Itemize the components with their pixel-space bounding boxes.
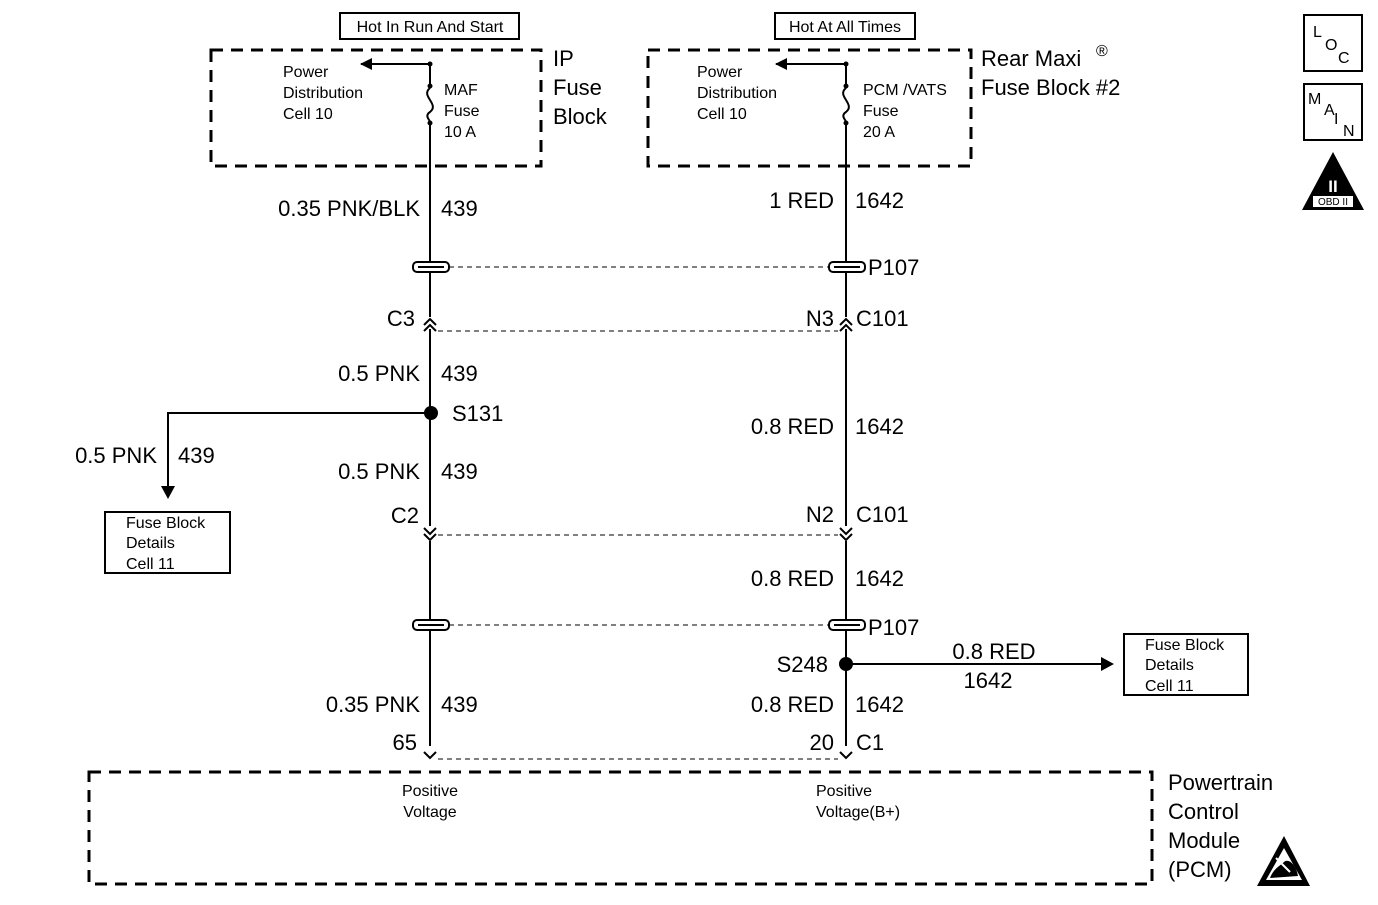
pcm-label-1: Powertrain <box>1168 770 1273 795</box>
svg-text:O: O <box>1325 37 1337 54</box>
rear-maxi-fuse-block-box <box>646 48 973 168</box>
c3-label: C3 <box>387 306 415 331</box>
power-dist-left-3: Cell 10 <box>283 106 333 123</box>
wire-7-gauge: 0.8 RED <box>751 566 834 591</box>
power-dist-left-2: Distribution <box>283 85 363 102</box>
svg-text:A: A <box>1324 102 1335 119</box>
power-dist-right-2: Distribution <box>697 85 777 102</box>
fbd-right-3: Cell 11 <box>1145 678 1194 695</box>
c101-bottom-label: C101 <box>856 502 909 527</box>
fbd-left-3: Cell 11 <box>126 556 175 573</box>
maf-fuse-symbol <box>360 58 434 126</box>
main-icon: M A I N <box>1303 83 1363 141</box>
fbd-left-2: Details <box>126 535 175 552</box>
svg-text:OBD II: OBD II <box>1318 197 1348 208</box>
p107-bottom-label: P107 <box>868 615 919 640</box>
pin-20-label: 20 <box>810 730 834 755</box>
wire-9-gauge: 0.35 PNK <box>326 692 420 717</box>
ip-fuse-block-label-2: Fuse <box>553 75 602 100</box>
s131-label: S131 <box>452 401 503 426</box>
pcm-label-4: (PCM) <box>1168 857 1232 882</box>
c3-c101-connector <box>423 317 853 332</box>
rear-maxi-registered: ® <box>1096 43 1108 60</box>
positive-voltage-left-2: Voltage <box>403 804 456 821</box>
wire-5-gauge: 0.5 PNK <box>75 443 157 468</box>
pcm-label-3: Module <box>1168 828 1240 853</box>
c2-label: C2 <box>391 503 419 528</box>
power-dist-right-1: Power <box>697 64 743 81</box>
n3-label: N3 <box>806 306 834 331</box>
hot-run-start-box <box>339 12 520 40</box>
positive-voltage-right-2: Voltage(B+) <box>816 804 900 821</box>
power-dist-left-1: Power <box>283 64 329 81</box>
pcm-label-2: Control <box>1168 799 1239 824</box>
pcm-vats-fuse-label-2: Fuse <box>863 103 899 120</box>
wire-3-gauge: 0.5 PNK <box>338 361 420 386</box>
p107-bottom-connector <box>412 619 866 631</box>
svg-text:C: C <box>1338 50 1350 67</box>
wire-2-gauge: 1 RED <box>769 188 834 213</box>
fbd-right-1: Fuse Block <box>1145 637 1225 654</box>
n2-label: N2 <box>806 502 834 527</box>
pcm-vats-fuse-symbol <box>775 58 850 126</box>
hot-run-start-label: Hot In Run And Start <box>357 19 504 36</box>
fuse-block-details-left-box <box>104 511 231 574</box>
s131-splice <box>161 406 438 499</box>
s248-splice <box>839 657 1114 671</box>
obd-ii-icon: II OBD II <box>1302 152 1364 210</box>
wire-6-circuit: 439 <box>441 459 478 484</box>
c2-c101-connector <box>423 527 853 542</box>
svg-text:N: N <box>1343 123 1355 140</box>
fuse-block-details-right-box <box>1123 633 1249 696</box>
wire-7-circuit: 1642 <box>855 566 904 591</box>
fbd-right-2: Details <box>1145 657 1194 674</box>
s248-branch-circuit: 1642 <box>964 668 1013 693</box>
wire-4-circuit: 1642 <box>855 414 904 439</box>
svg-text:II: II <box>1328 177 1337 196</box>
c1-label: C1 <box>856 730 884 755</box>
hot-all-times-box <box>774 12 916 40</box>
wire-8-circuit: 1642 <box>855 692 904 717</box>
ip-fuse-block-box <box>209 48 543 168</box>
s248-label: S248 <box>777 652 828 677</box>
wire-6-gauge: 0.5 PNK <box>338 459 420 484</box>
ip-fuse-block-label-3: Block <box>553 104 608 129</box>
positive-voltage-left-1: Positive <box>402 783 458 800</box>
fbd-left-1: Fuse Block <box>126 515 206 532</box>
c1-connector <box>423 751 853 760</box>
ip-fuse-block-label-1: IP <box>553 46 574 71</box>
positive-voltage-right-1: Positive <box>816 783 872 800</box>
wire-3-circuit: 439 <box>441 361 478 386</box>
wire-1-gauge: 0.35 PNK/BLK <box>278 196 420 221</box>
loc-icon: L O C <box>1303 14 1363 72</box>
p107-top-connector <box>412 261 866 273</box>
wire-5-circuit: 439 <box>178 443 215 468</box>
svg-text:M: M <box>1308 91 1321 108</box>
svg-text:L: L <box>1313 24 1322 41</box>
svg-text:I: I <box>1334 111 1338 128</box>
power-dist-right-3: Cell 10 <box>697 106 747 123</box>
maf-fuse-label-2: Fuse <box>444 103 480 120</box>
rear-maxi-label: Rear Maxi <box>981 46 1081 71</box>
wire-4-gauge: 0.8 RED <box>751 414 834 439</box>
pcm-vats-fuse-label-1: PCM /VATS <box>863 82 947 99</box>
c101-top-label: C101 <box>856 306 909 331</box>
fuse-block-2-label: Fuse Block #2 <box>981 75 1120 100</box>
maf-fuse-label-3: 10 A <box>444 124 476 141</box>
esd-warning-icon <box>1257 836 1310 886</box>
pin-65-label: 65 <box>393 730 417 755</box>
maf-fuse-label-1: MAF <box>444 82 478 99</box>
wire-9-circuit: 439 <box>441 692 478 717</box>
p107-top-label: P107 <box>868 255 919 280</box>
pcm-box <box>87 770 1154 886</box>
wire-2-circuit: 1642 <box>855 188 904 213</box>
wire-8-gauge: 0.8 RED <box>751 692 834 717</box>
hot-all-times-label: Hot At All Times <box>789 19 901 36</box>
wire-1-circuit: 439 <box>441 196 478 221</box>
s248-branch-gauge: 0.8 RED <box>952 639 1035 664</box>
pcm-vats-fuse-label-3: 20 A <box>863 124 895 141</box>
